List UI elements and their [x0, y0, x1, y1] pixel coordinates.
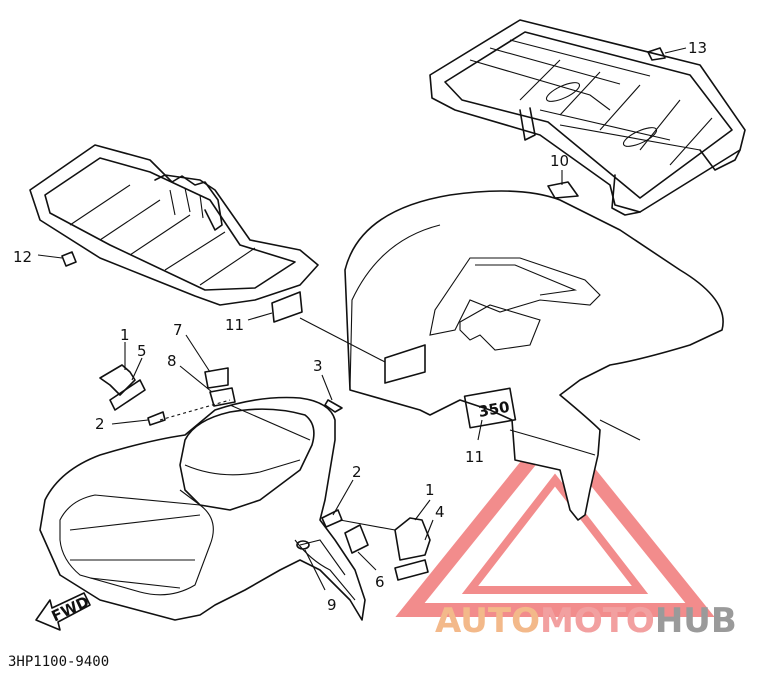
rear-carrier-rack: [429, 19, 746, 216]
callout-10: 10: [550, 152, 569, 170]
watermark-logo: [395, 418, 715, 617]
watermark-hub: HUB: [655, 601, 737, 641]
callout-2-middle: 2: [352, 463, 362, 481]
front-fender: [39, 396, 366, 621]
callout-2-left: 2: [95, 415, 105, 433]
callout-11-left: 11: [225, 316, 244, 334]
fwd-label: FWD: [49, 593, 92, 626]
rear-fender: [344, 190, 724, 521]
callout-8: 8: [167, 352, 177, 370]
decal-shapes: [61, 47, 666, 581]
watermark-text: AUTOMOTOHUB: [435, 601, 737, 641]
callout-1-right: 1: [425, 481, 435, 499]
callout-6: 6: [375, 573, 385, 591]
forward-direction-arrow: [35, 592, 91, 631]
callout-5: 5: [137, 342, 147, 360]
callout-1-left: 1: [120, 326, 130, 344]
callout-12: 12: [13, 248, 32, 266]
watermark-auto: AUTO: [435, 601, 540, 641]
callout-11-right: 11: [465, 448, 484, 466]
callout-9: 9: [327, 596, 337, 614]
watermark-moto: MOTO: [540, 601, 655, 641]
decal-350-text: 350: [477, 398, 511, 421]
callout-7: 7: [173, 321, 183, 339]
callout-3: 3: [313, 357, 323, 375]
front-carrier-rack: [29, 144, 319, 306]
callout-13: 13: [688, 39, 707, 57]
part-code: 3HP1100-9400: [8, 654, 109, 670]
leader-lines: [37, 47, 687, 591]
callout-4: 4: [435, 503, 445, 521]
